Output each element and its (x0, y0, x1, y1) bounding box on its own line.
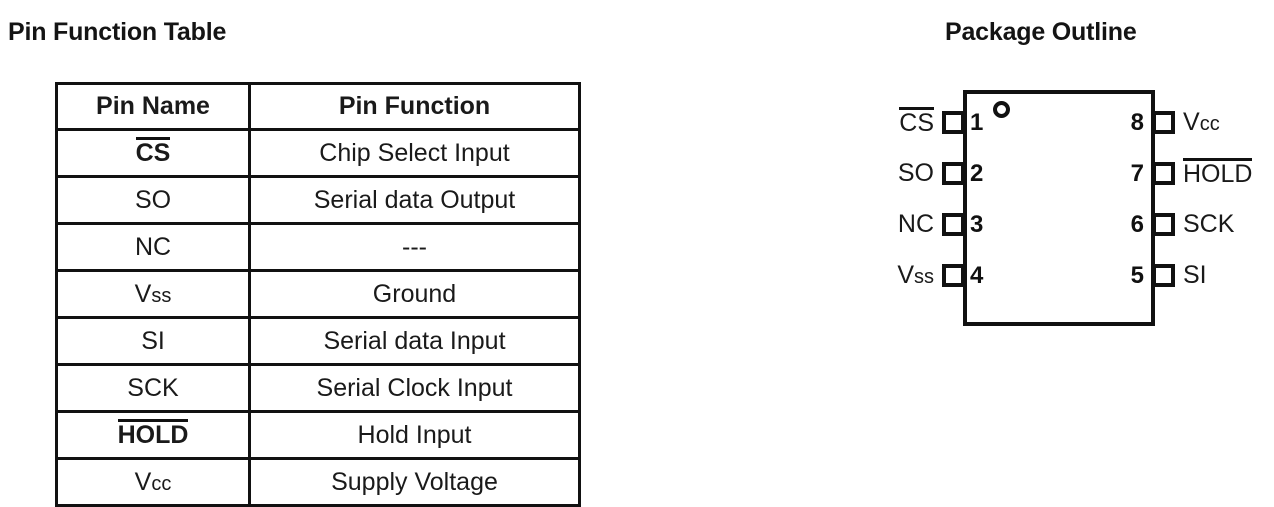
pin-pad-1 (942, 111, 965, 134)
cell-pin-name: SO (55, 175, 251, 225)
cell-pin-function: Hold Input (248, 410, 581, 460)
column-header-pin-function: Pin Function (248, 82, 581, 131)
pin1-circle-marker (993, 101, 1010, 118)
cell-pin-function: Serial data Input (248, 316, 581, 366)
pin-label-6: SCK (1183, 210, 1235, 238)
pin-pad-2 (942, 162, 965, 185)
package-outline-diagram: 1 CS 2 SO 3 NC 4 Vss 8 Vcc 7 HOLD 6 SCK 5 SI (860, 70, 1274, 370)
pin-pad-7 (1152, 162, 1175, 185)
cell-pin-function: Serial data Output (248, 175, 581, 225)
pin-number-1: 1 (970, 109, 984, 136)
page-title-pin-function-table: Pin Function Table (8, 18, 227, 46)
pin-number-5: 5 (1130, 262, 1144, 289)
table-header-row: Pin Name Pin Function (55, 82, 581, 131)
pin-label-1: CS (899, 106, 934, 137)
cell-pin-function: Serial Clock Input (248, 363, 581, 413)
pin-number-8: 8 (1130, 109, 1144, 136)
pin-label-7: HOLD (1183, 157, 1253, 188)
pin-number-4: 4 (970, 262, 984, 289)
cell-pin-function: Chip Select Input (248, 128, 581, 178)
cell-pin-name: SCK (55, 363, 251, 413)
pin-pad-3 (942, 213, 965, 236)
pin-pad-5 (1152, 264, 1175, 287)
pin-label-2: SO (897, 159, 934, 187)
cell-pin-name: SI (55, 316, 251, 366)
pin-pad-8 (1152, 111, 1175, 134)
page-title-package-outline: Package Outline (945, 18, 1137, 46)
cell-pin-name: Vss (55, 269, 251, 319)
pin-number-7: 7 (1130, 160, 1144, 187)
pin-number-2: 2 (970, 160, 984, 187)
cell-pin-name: Vcc (55, 457, 251, 507)
pin-label-3: NC (897, 210, 934, 238)
cell-pin-function: Supply Voltage (248, 457, 581, 507)
pin-number-3: 3 (970, 211, 984, 238)
cell-pin-name: CS (55, 128, 251, 178)
pin-label-5: SI (1183, 261, 1207, 289)
chip-body-outline (963, 90, 1155, 326)
pin-pad-6 (1152, 213, 1175, 236)
cell-pin-function: --- (248, 222, 581, 272)
table-row: NC--- (55, 222, 581, 272)
cell-pin-name: HOLD (55, 410, 251, 460)
pin-number-6: 6 (1130, 211, 1144, 238)
cell-pin-name: NC (55, 222, 251, 272)
cell-pin-function: Ground (248, 269, 581, 319)
pin-label-4: Vss (897, 261, 934, 289)
pin-label-8: Vcc (1183, 108, 1220, 136)
pin-pad-4 (942, 264, 965, 287)
column-header-pin-name: Pin Name (55, 82, 251, 131)
